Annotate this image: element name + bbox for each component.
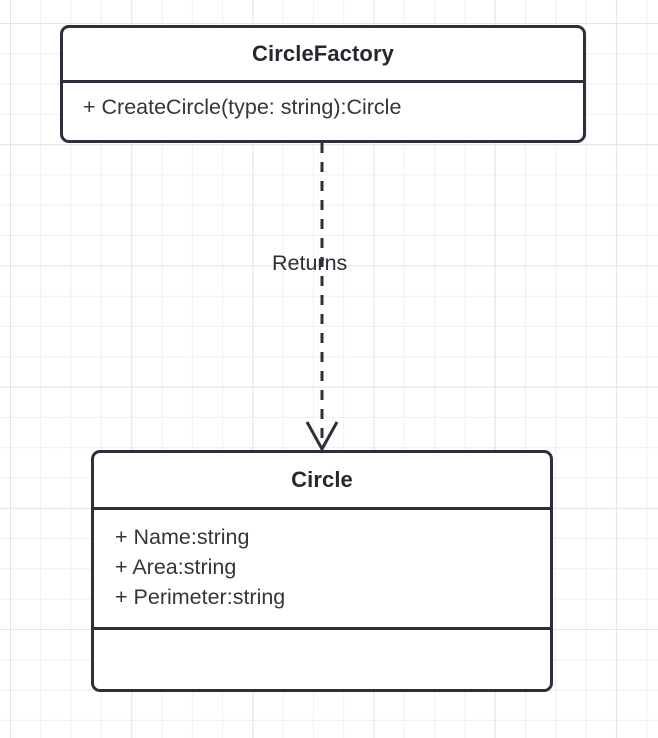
class-methods-circle (94, 627, 550, 689)
arrowhead-open-icon (305, 421, 339, 453)
class-name-circlefactory: CircleFactory (252, 41, 394, 67)
class-attributes-circle: + Name:string + Area:string + Perimeter:… (94, 506, 550, 628)
attribute-item: + Area:string (115, 554, 237, 579)
attribute-item: + Perimeter:string (115, 584, 286, 609)
relationship-label-returns: Returns (272, 251, 348, 275)
class-methods-circlefactory: + CreateCircle(type: string):Circle (63, 80, 583, 140)
uml-class-circlefactory[interactable]: CircleFactory + CreateCircle(type: strin… (60, 25, 586, 143)
method-item: + CreateCircle(type: string):Circle (83, 95, 402, 120)
attribute-item: + Name:string (115, 524, 250, 549)
class-name-circle: Circle (291, 466, 353, 492)
uml-class-circle[interactable]: Circle + Name:string + Area:string + Per… (91, 450, 553, 692)
